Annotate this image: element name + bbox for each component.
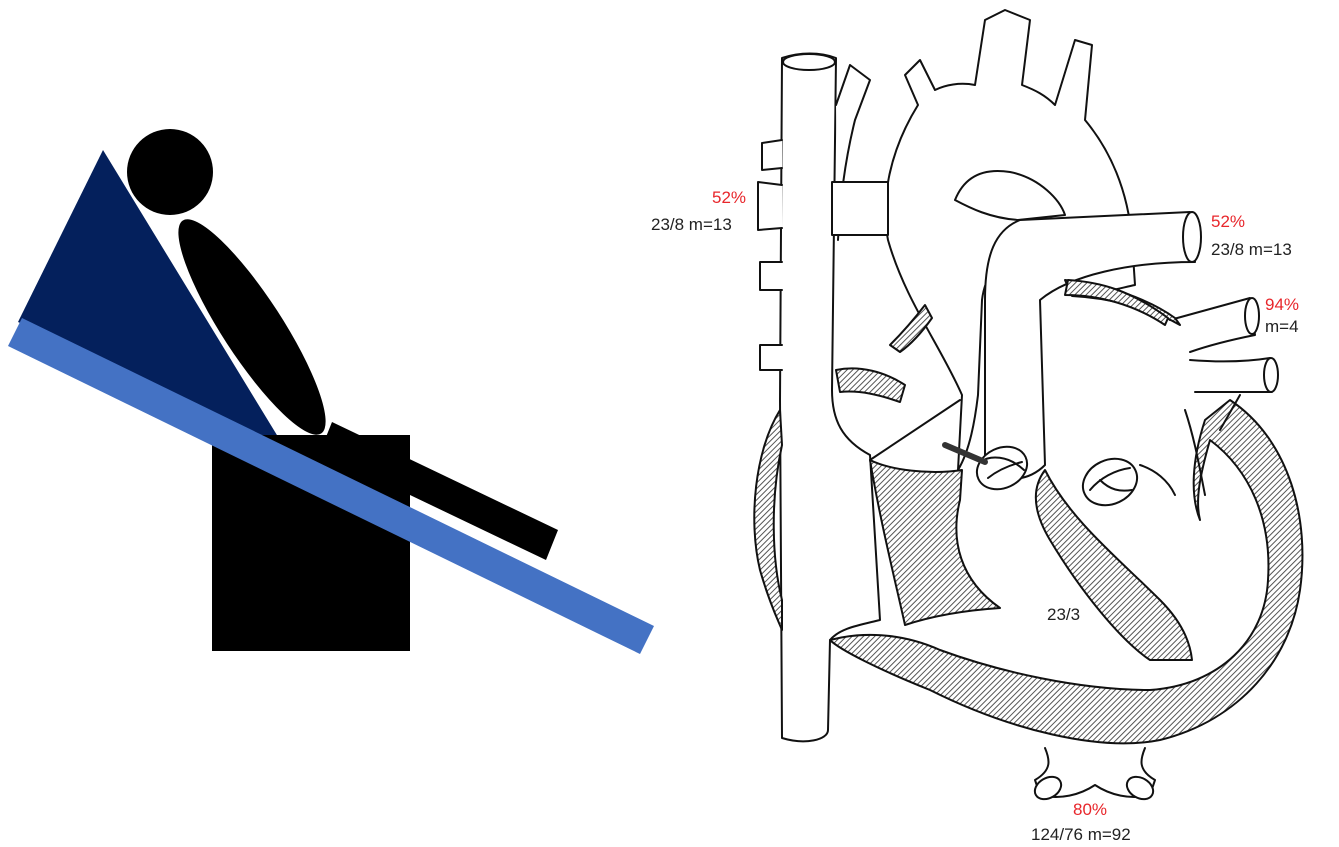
pv-saturation-label: 94% [1265,295,1299,315]
pa-root-shade [890,305,932,352]
patient-head [127,129,213,215]
patient-tilt-illustration [8,129,654,654]
crista [870,460,1000,625]
pulmonary-artery [985,212,1195,479]
svc-saturation-label: 52% [712,188,746,208]
pa-saturation-label: 52% [1211,212,1245,232]
pulmonary-vein-lower [1190,358,1272,392]
myocardium-right-wall [754,410,782,630]
pulmonary-vein-upper [1170,298,1255,352]
aorta-saturation-label: 80% [1073,800,1107,820]
svc-branch-lower [760,262,782,290]
aorta-pressure-label: 124/76 m=92 [1031,825,1131,845]
pv-pressure-label: m=4 [1265,317,1299,337]
pa-pressure-label: 23/8 m=13 [1211,240,1292,260]
interatrial-band [836,368,905,402]
svc-aorta-band [832,182,888,235]
heart-diagram [754,10,1302,804]
svc-branch-bottom [760,345,782,370]
svc-branch-mid [758,182,782,230]
svc-branch-upper [762,140,782,170]
ventricle-pressure-label: 23/3 [1047,605,1080,625]
svc-pressure-label: 23/8 m=13 [651,215,732,235]
aortic-valve [1075,450,1175,514]
